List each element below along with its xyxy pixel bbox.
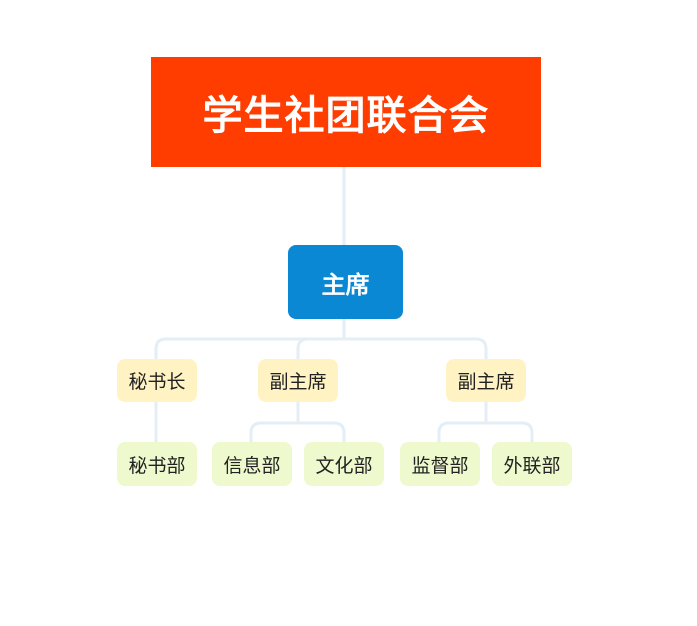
connector-vp1 <box>249 402 346 442</box>
node-secretary-general[interactable]: 秘书长 <box>117 359 197 402</box>
node-vice-chair-2[interactable]: 副主席 <box>446 359 526 402</box>
node-label: 秘书长 <box>128 371 186 393</box>
connector-chair-level2 <box>154 319 488 359</box>
node-culture-dept[interactable]: 文化部 <box>304 442 384 486</box>
node-label: 外联部 <box>503 454 561 477</box>
node-label: 信息部 <box>223 454 281 477</box>
node-secretariat[interactable]: 秘书部 <box>117 442 197 486</box>
node-external-relations-dept[interactable]: 外联部 <box>492 442 572 486</box>
node-label: 副主席 <box>269 371 327 393</box>
node-label: 秘书部 <box>128 454 186 477</box>
root-node-student-union[interactable]: 学生社团联合会 <box>151 57 541 167</box>
node-vice-chair-1[interactable]: 副主席 <box>258 359 338 402</box>
node-information-dept[interactable]: 信息部 <box>212 442 292 486</box>
chair-label: 主席 <box>321 270 370 299</box>
node-chair[interactable]: 主席 <box>288 245 403 319</box>
node-supervision-dept[interactable]: 监督部 <box>400 442 480 486</box>
node-label: 副主席 <box>457 371 515 393</box>
node-label: 监督部 <box>411 454 469 477</box>
root-label: 学生社团联合会 <box>202 93 490 139</box>
node-label: 文化部 <box>315 454 373 477</box>
connector-vp2 <box>437 402 534 442</box>
